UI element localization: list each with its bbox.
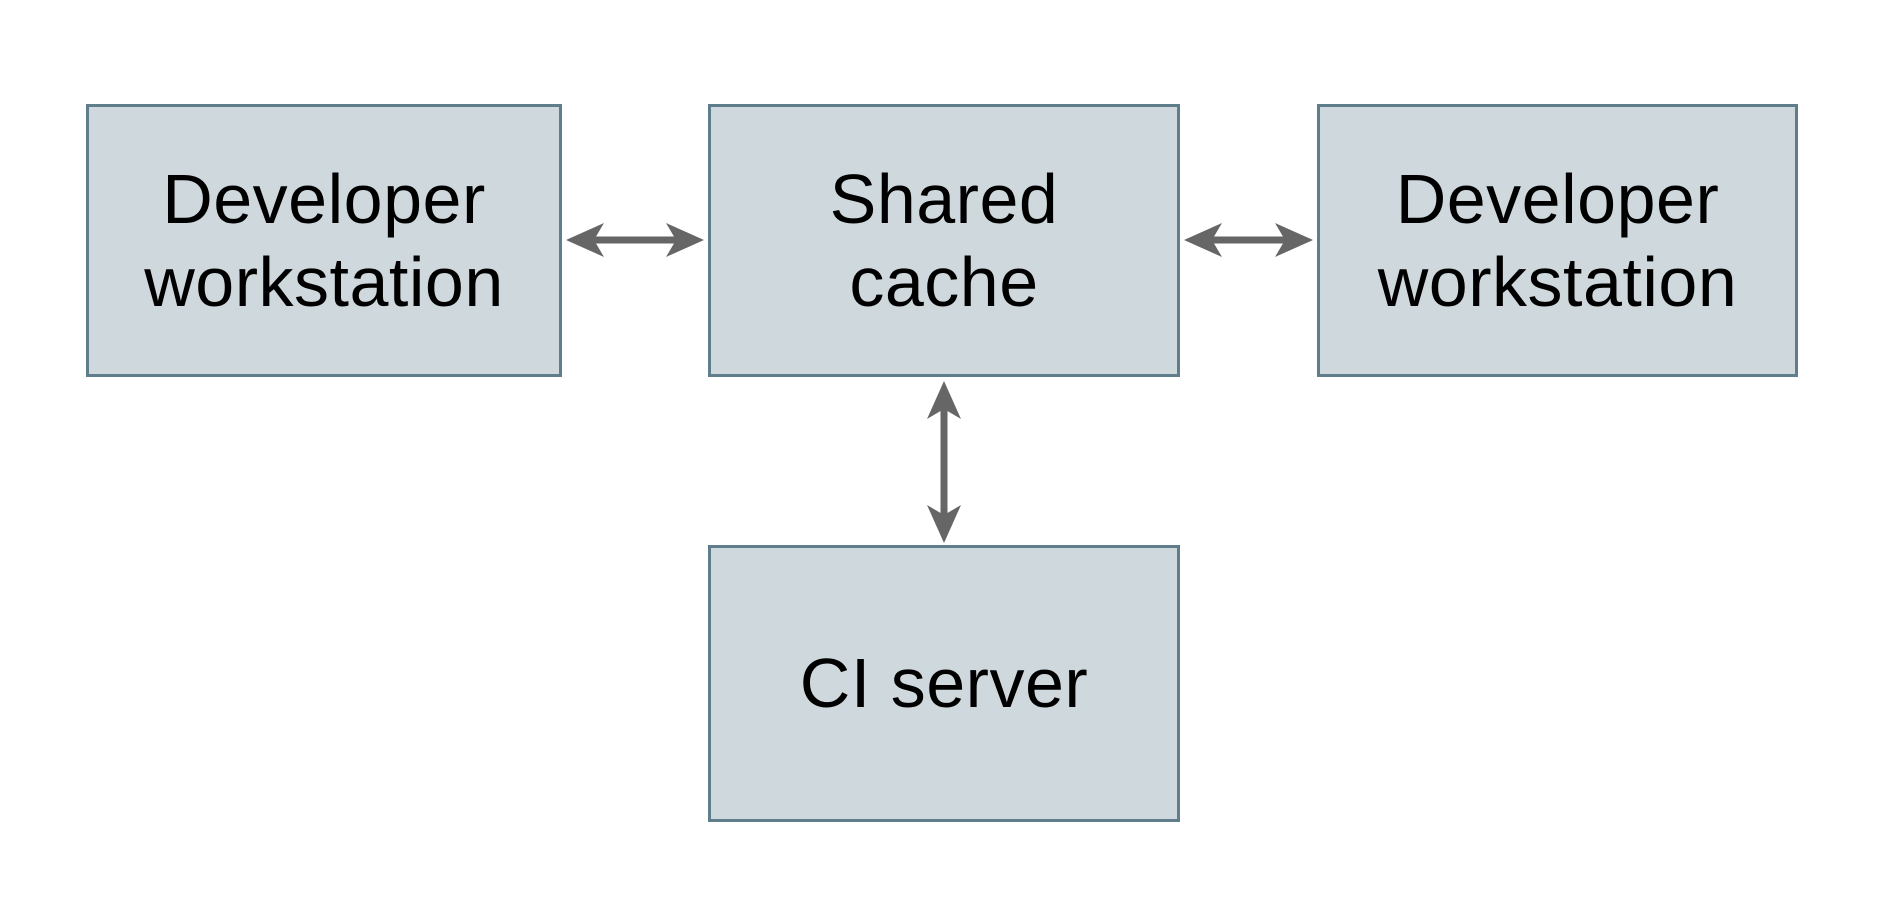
node-label: Developer workstation <box>1377 159 1738 321</box>
arrowhead-right-icon <box>666 223 704 257</box>
node-developer-workstation-left: Developer workstation <box>86 104 562 377</box>
node-ci-server: CI server <box>708 545 1180 822</box>
node-shared-cache: Shared cache <box>708 104 1180 377</box>
arrow-cache-workstation-right <box>1184 223 1313 257</box>
arrowhead-left-icon <box>566 223 604 257</box>
arrowhead-down-icon <box>927 505 961 543</box>
arrowhead-right-icon <box>1275 223 1313 257</box>
arrow-shaft <box>1212 236 1285 244</box>
node-label: Shared cache <box>829 159 1059 321</box>
arrowhead-left-icon <box>1184 223 1222 257</box>
arrow-shaft <box>594 236 676 244</box>
node-label: Developer workstation <box>144 159 504 321</box>
arrow-cache-ci-server <box>927 381 961 543</box>
node-developer-workstation-right: Developer workstation <box>1317 104 1798 377</box>
arrow-workstation-left-cache <box>566 223 704 257</box>
arrow-shaft <box>940 409 948 515</box>
arrowhead-up-icon <box>927 381 961 419</box>
node-label: CI server <box>799 644 1089 723</box>
